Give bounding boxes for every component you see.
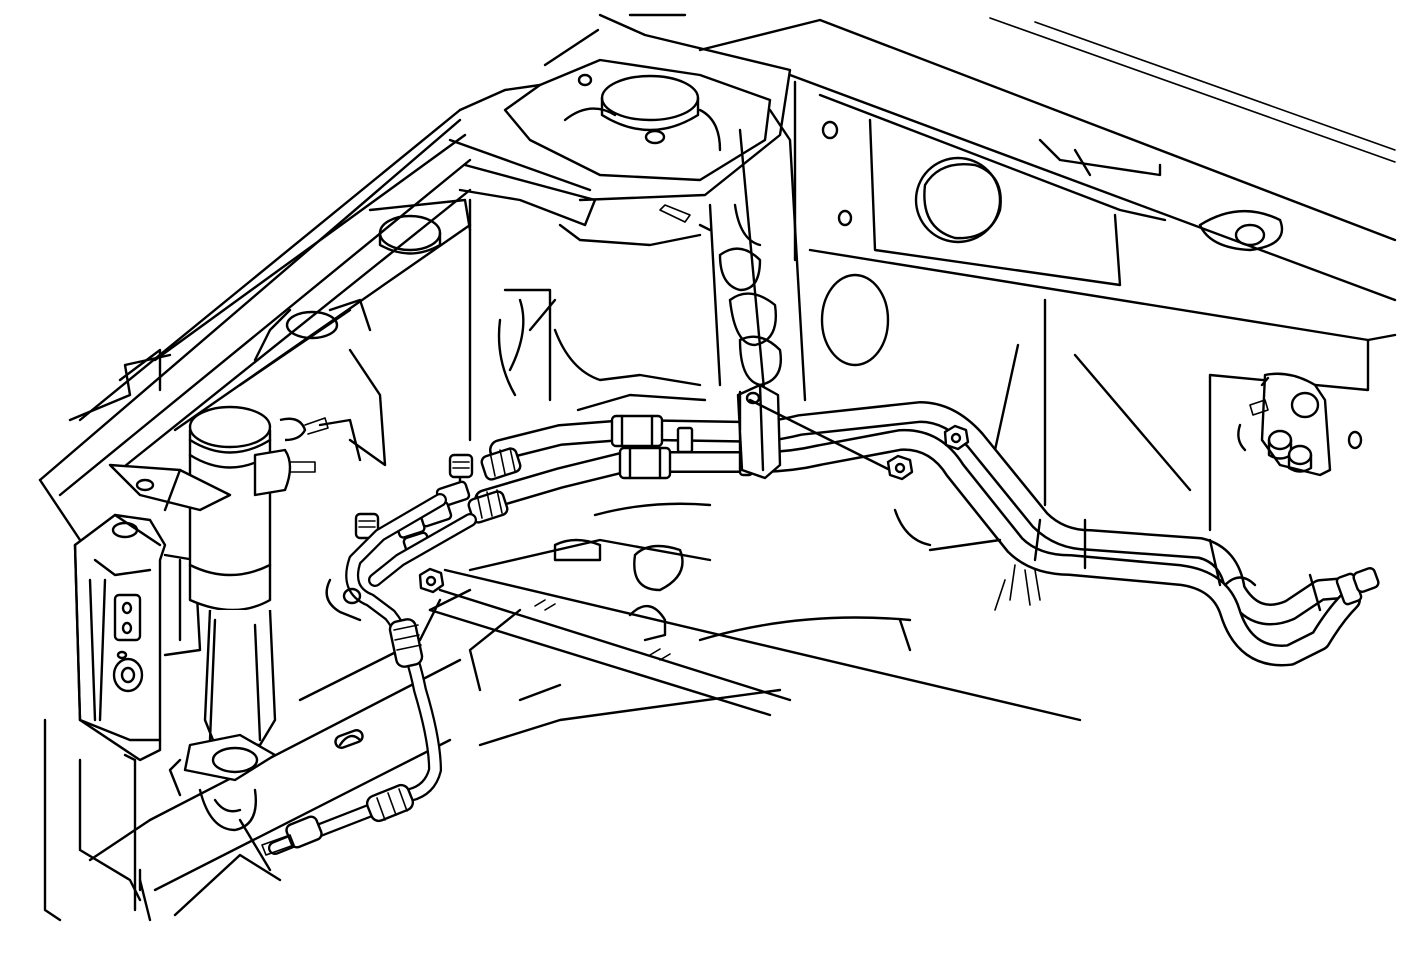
condenser-line bbox=[261, 493, 477, 856]
hose-clip bbox=[736, 383, 892, 480]
ac-hose-assembly bbox=[474, 401, 1380, 667]
receiver-dehydrator bbox=[108, 405, 329, 832]
detail-lines bbox=[733, 203, 1041, 652]
evaporator-connection bbox=[1237, 372, 1332, 477]
front-upper-rail bbox=[38, 108, 472, 497]
upper-body-panels bbox=[698, 17, 1397, 532]
mounting-nut bbox=[418, 424, 970, 594]
condenser-bracket bbox=[73, 513, 202, 762]
radiator-support bbox=[38, 353, 172, 922]
strut-tower bbox=[448, 13, 807, 402]
inner-fender-wall bbox=[468, 198, 782, 442]
